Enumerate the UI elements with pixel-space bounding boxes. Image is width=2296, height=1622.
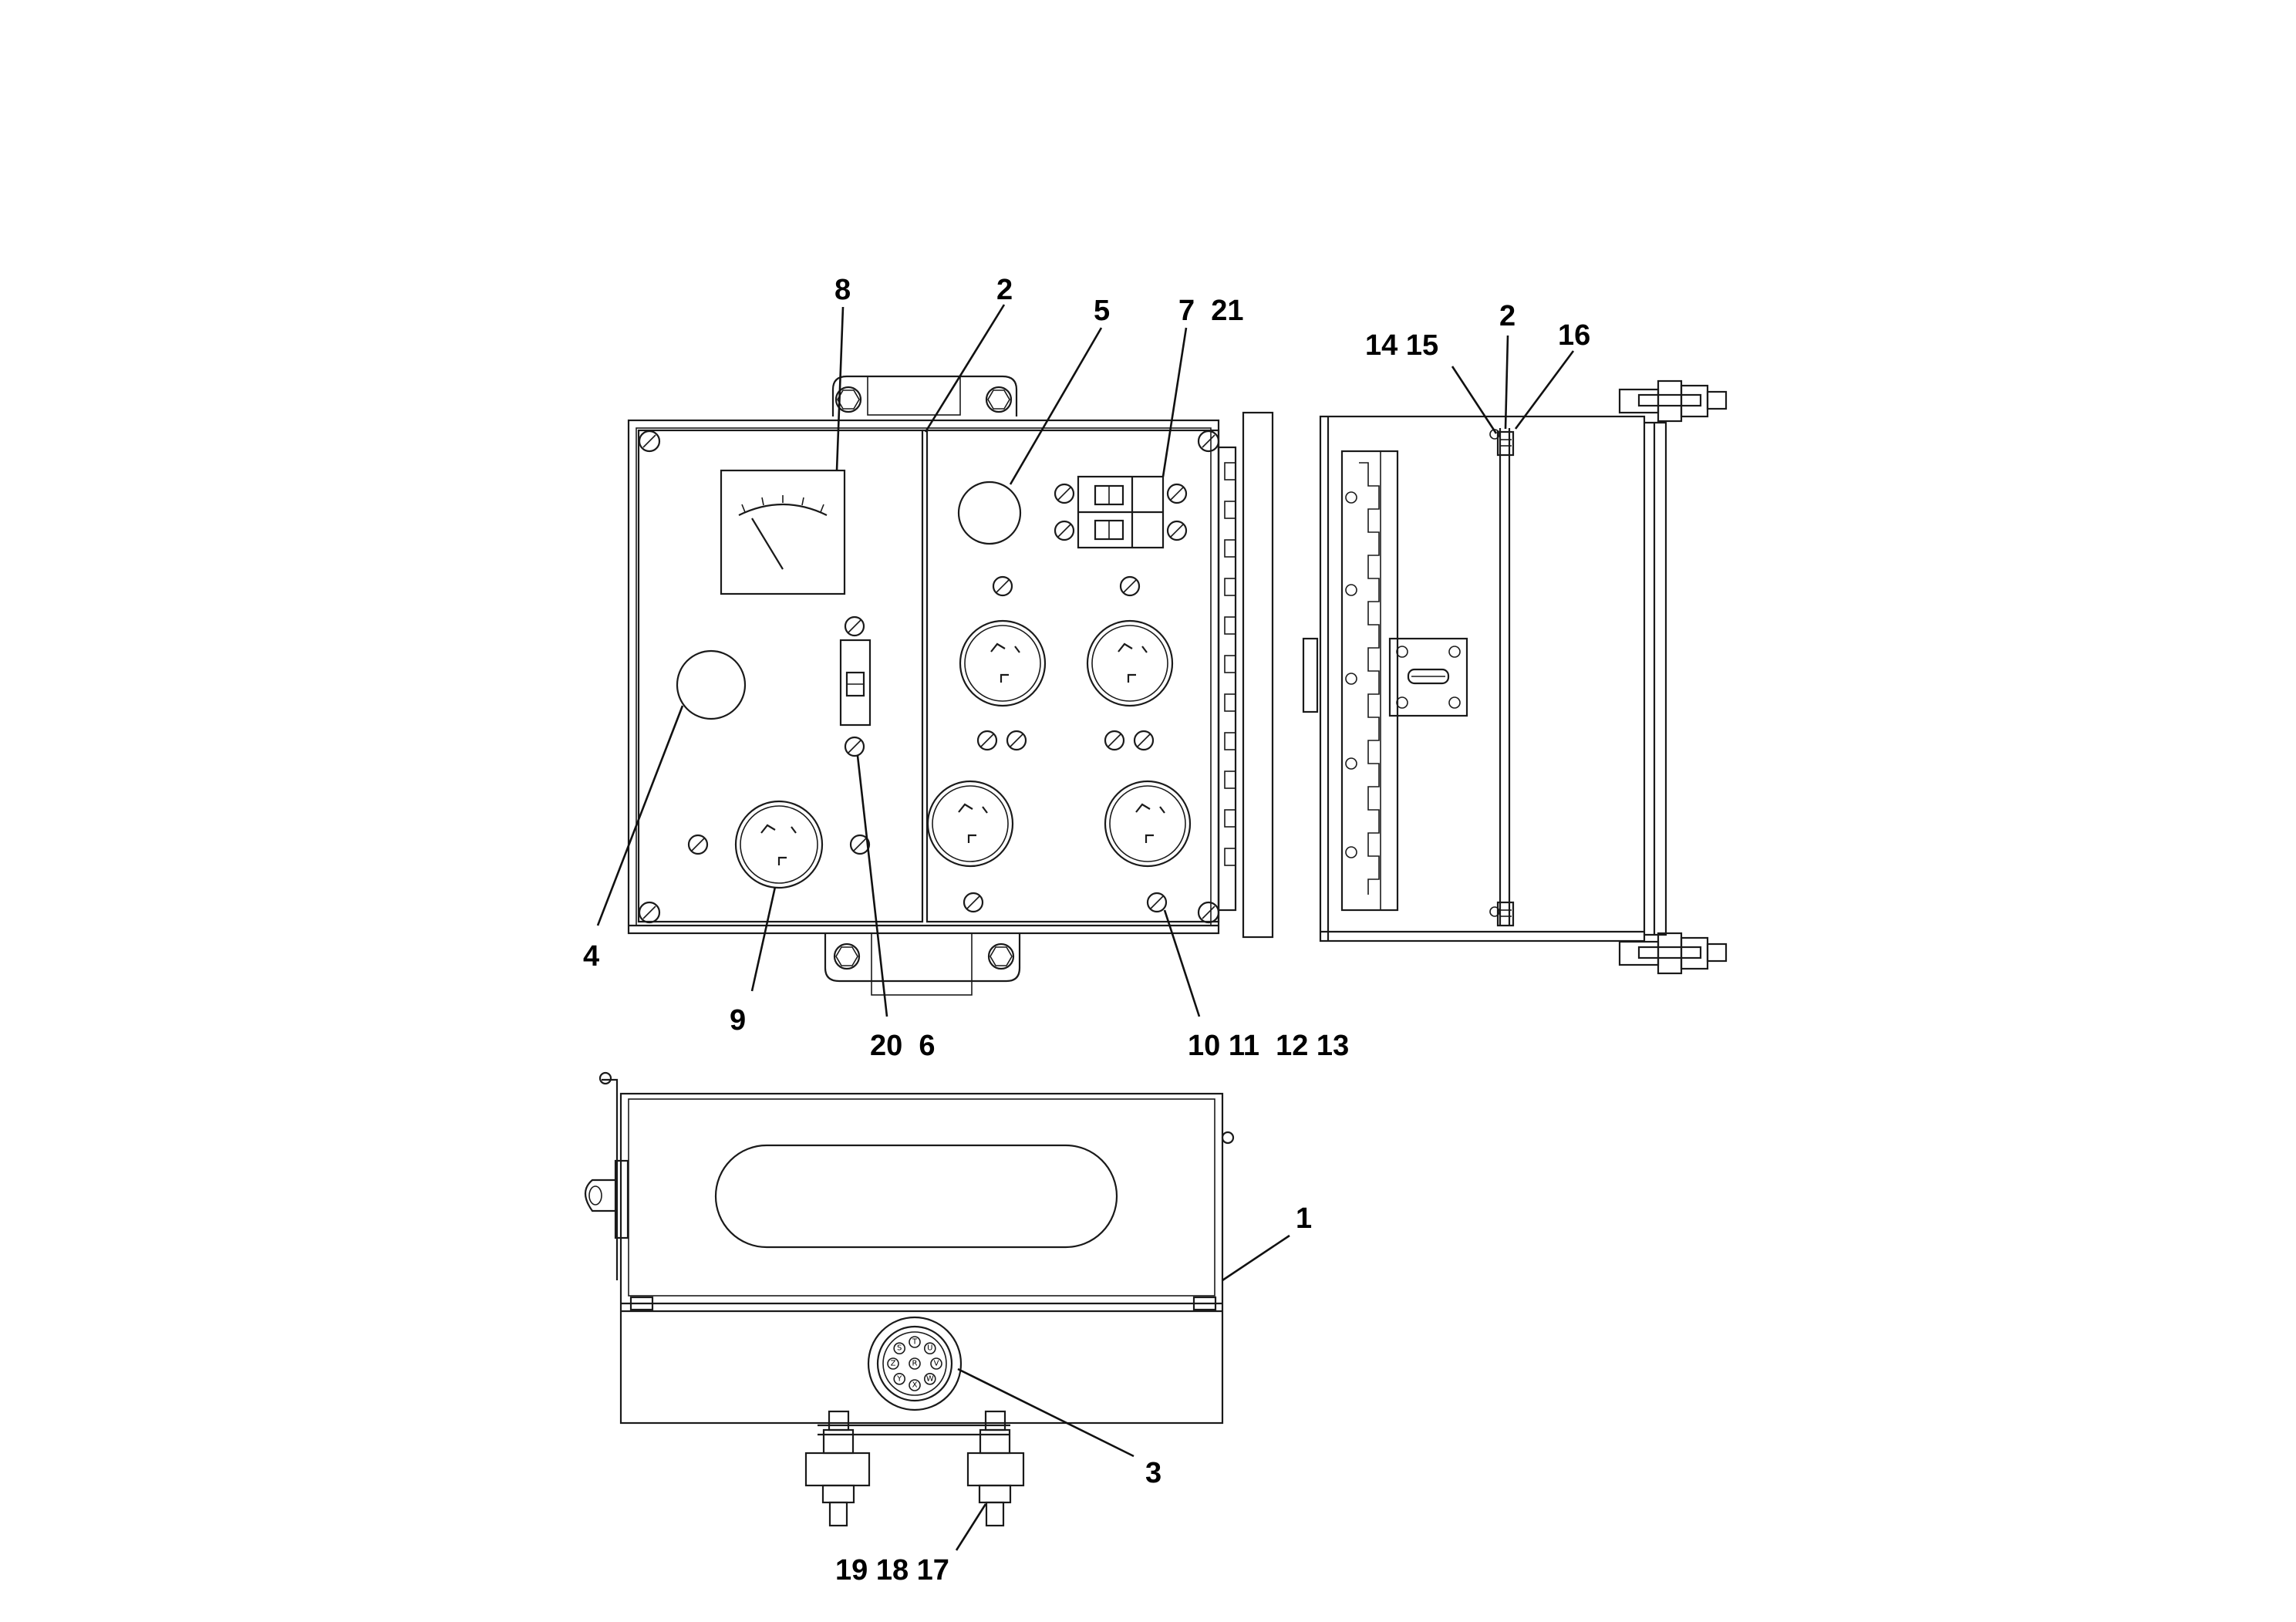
callout-2-side: 2: [1499, 300, 1515, 332]
callout-10-13: 10 11 12 13: [1188, 1030, 1349, 1062]
connector-pin-label: S: [897, 1344, 902, 1353]
meter: [720, 469, 846, 595]
callout-7-21: 7 21: [1178, 295, 1244, 327]
callout-1: 1: [1296, 1202, 1312, 1235]
connector-pin-label: V: [934, 1360, 939, 1368]
callout-14-15: 14 15: [1365, 329, 1438, 362]
hole-plug-right: [957, 481, 1022, 545]
callout-20-6: 20 6: [870, 1030, 936, 1062]
right-panel: [925, 429, 1220, 923]
callout-labels: 8 2 5 7 21 14 15 2 16 4 9 20 6 10 11 12 …: [583, 274, 1590, 1587]
circuit-breaker-double: [1054, 475, 1188, 549]
corner-screws: [638, 430, 1220, 924]
connector-pin-label: W: [926, 1374, 934, 1383]
connector-pin-label: R: [912, 1360, 918, 1368]
receptacle-upper-right: [1086, 575, 1174, 707]
receptacle-left: [687, 800, 871, 889]
connector-pin-label: T: [912, 1338, 918, 1347]
callout-8: 8: [834, 274, 851, 306]
connector-pin: [893, 1342, 906, 1355]
connector-pin: [930, 1357, 942, 1370]
mounting-bracket-bottom: [824, 932, 1021, 996]
connector-pin: [909, 1336, 921, 1348]
enclosure-side: [1319, 415, 1646, 943]
latch-plate: [1388, 637, 1468, 717]
connector-pin: [909, 1357, 921, 1370]
callout-16: 16: [1558, 319, 1590, 352]
callout-4: 4: [583, 940, 599, 973]
connector-pin: [923, 1342, 936, 1355]
receptacle-upper-left: [959, 575, 1047, 707]
side-stud-bottom: [1618, 932, 1728, 975]
hole-plug-left: [676, 649, 747, 720]
bottom-stud-right: [966, 1410, 1025, 1527]
hinge-strip: [1217, 446, 1237, 912]
side-hinge-bar: [1340, 450, 1399, 912]
enclosure-bottom: [619, 1092, 1224, 1425]
connector-pin: [909, 1379, 921, 1391]
connector-pin: [887, 1357, 899, 1370]
window-slot: [714, 1144, 1118, 1249]
callout-19-17: 19 18 17: [835, 1554, 949, 1587]
bottom-stud-left: [804, 1410, 871, 1527]
connector-pin-label: Z: [891, 1360, 896, 1368]
cover-edge: [1242, 411, 1274, 939]
enclosure-front: [627, 419, 1220, 935]
callout-2-front: 2: [996, 274, 1013, 306]
side-stud-top: [1618, 379, 1728, 423]
connector-pin: [923, 1372, 936, 1385]
callout-9: 9: [730, 1004, 746, 1037]
receptacle-lower-left: [926, 730, 1027, 868]
mounting-bracket-top: [831, 375, 1018, 416]
side-screws-bottom: [1489, 901, 1515, 927]
connector-pin: [893, 1372, 906, 1385]
connector-pin-label: U: [927, 1344, 932, 1353]
circuit-breaker-small: [839, 615, 872, 757]
callout-3: 3: [1145, 1457, 1161, 1489]
connector-pin-label: Y: [896, 1374, 902, 1383]
callout-5: 5: [1094, 295, 1110, 327]
front-view: [627, 375, 1274, 996]
connector-pin-label: X: [912, 1381, 918, 1390]
leader-lines: [596, 304, 1575, 1551]
left-panel: [637, 429, 924, 923]
side-view: [1302, 379, 1728, 975]
receptacle-lower-right: [1104, 730, 1192, 868]
